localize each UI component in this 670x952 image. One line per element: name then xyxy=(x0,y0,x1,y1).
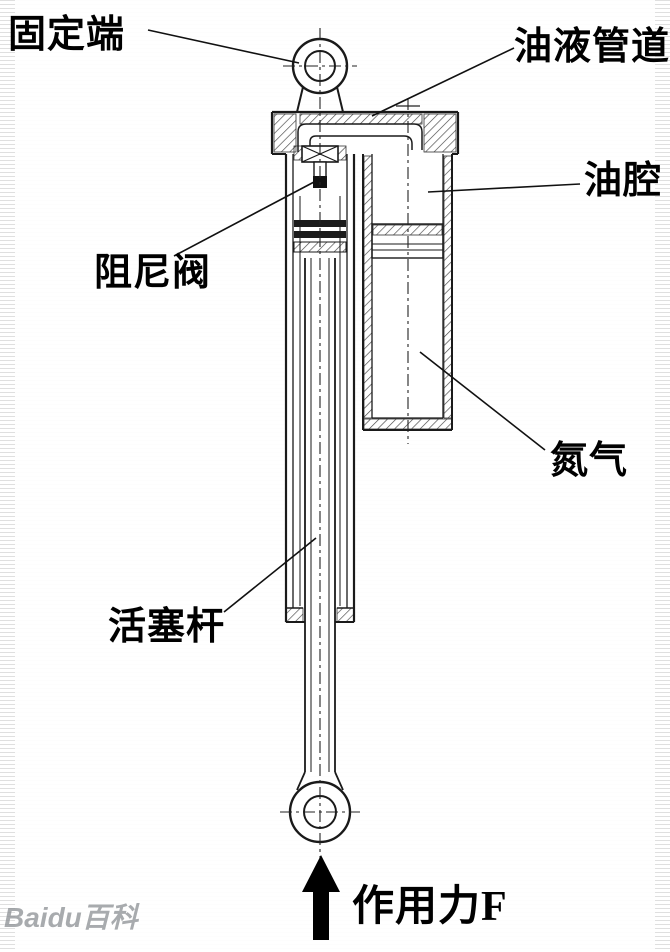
baidu-baike-watermark: Baidu百科 xyxy=(4,902,138,933)
label-oil-chamber: 油腔 xyxy=(584,160,663,202)
oil-channel xyxy=(297,123,423,152)
reservoir-cylinder xyxy=(362,154,453,431)
label-oil-pipeline: 油液管道 xyxy=(514,26,670,68)
main-cylinder xyxy=(284,154,356,623)
label-piston-rod: 活塞杆 xyxy=(108,606,226,648)
center-lines xyxy=(280,28,409,858)
leader-oil-pipeline xyxy=(371,47,515,117)
upper-mount-plate xyxy=(270,110,460,155)
leader-lines xyxy=(147,29,581,613)
force-arrow xyxy=(302,855,340,940)
piston-rod xyxy=(296,258,344,791)
label-nitrogen-gas: 氮气 xyxy=(550,440,629,482)
leader-fixed-end xyxy=(147,29,300,64)
leader-nitrogen xyxy=(419,351,546,451)
label-fixed-end: 固定端 xyxy=(8,14,126,56)
leader-oil-chamber xyxy=(427,183,581,193)
leader-piston-rod xyxy=(223,537,317,613)
label-applied-force: 作用力F xyxy=(352,884,508,930)
label-damping-valve: 阻尼阀 xyxy=(94,252,212,294)
leader-damping-valve xyxy=(173,181,315,257)
